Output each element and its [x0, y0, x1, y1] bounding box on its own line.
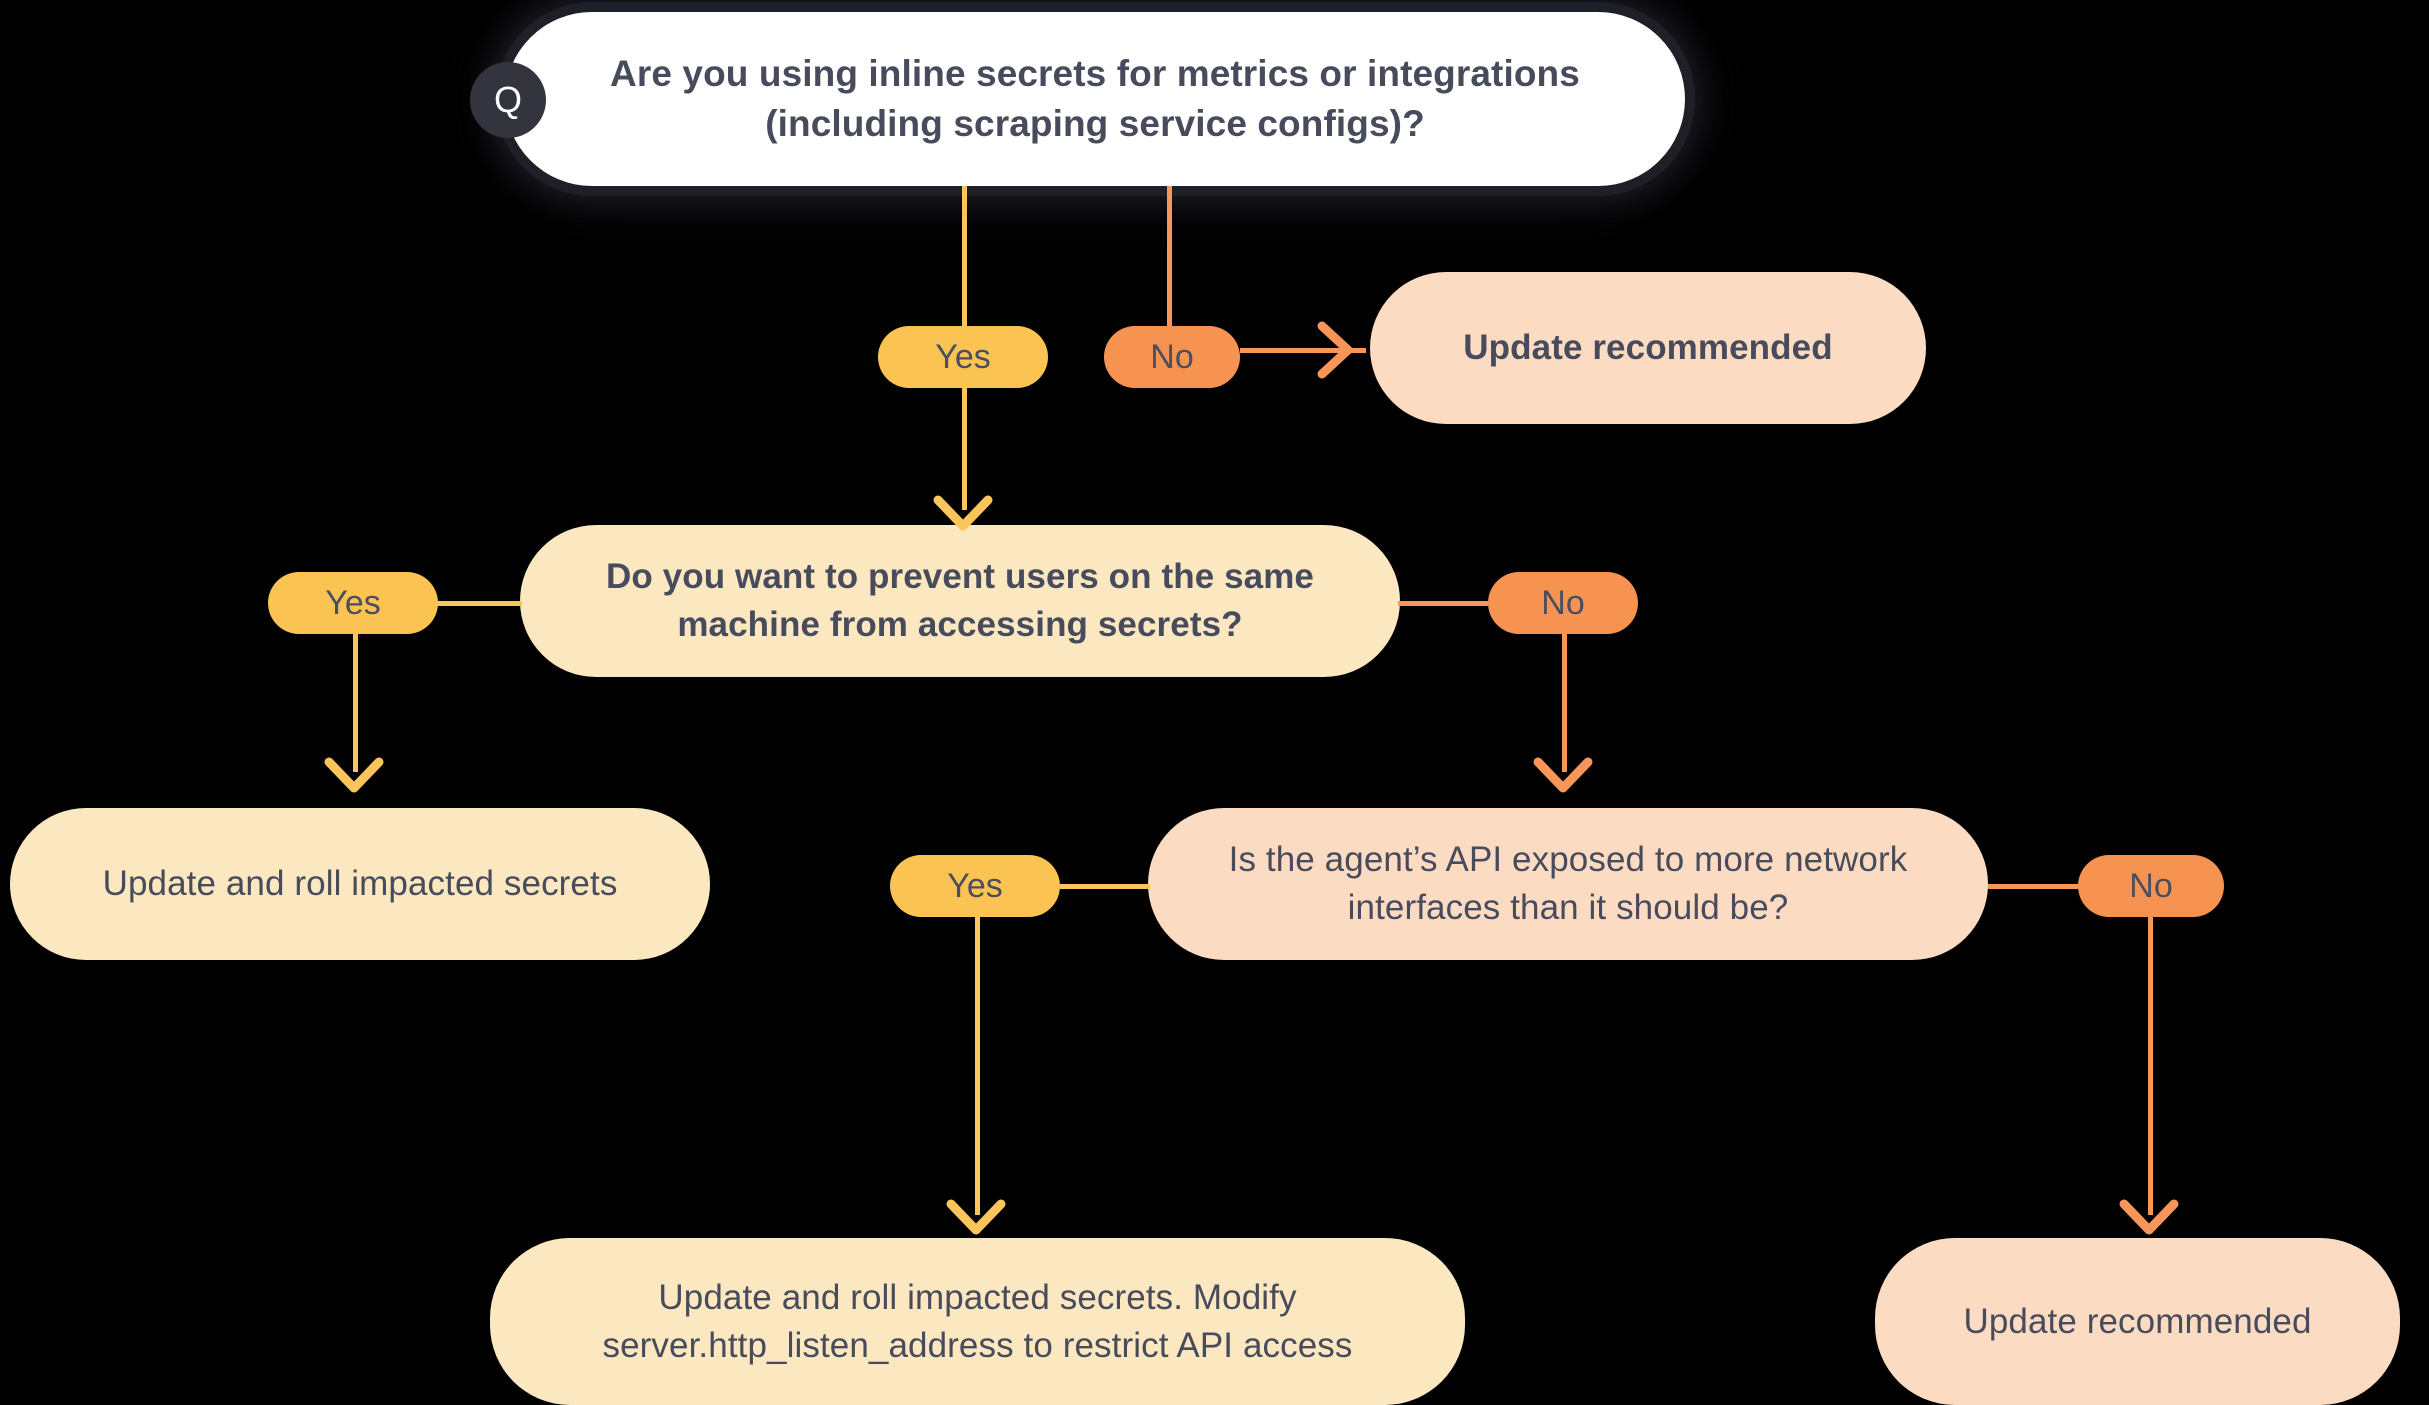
edge-label-q2-no-text: No [1541, 583, 1585, 622]
outcome-r4-text: Update recommended [1963, 1301, 2312, 1341]
question-q3-line1: Is the agent’s API exposed to more netwo… [1228, 840, 1908, 880]
outcome-r3-text: Update and roll impacted secrets. Modify… [569, 1274, 1387, 1369]
question-q3-line2: interfaces than it should be? [1347, 888, 1789, 927]
outcome-node-r2[interactable]: Update and roll impacted secrets [10, 808, 710, 960]
edge-label-q3-no-text: No [2129, 866, 2173, 905]
question-q1-line2: (including scraping service configs)? [765, 103, 1425, 144]
question-q2-text: Do you want to prevent users on the same… [572, 553, 1348, 648]
question-q3-text: Is the agent’s API exposed to more netwo… [1195, 836, 1942, 931]
edge-q1-no-arrowhead [1317, 321, 1353, 379]
outcome-r2-text: Update and roll impacted secrets [102, 864, 618, 904]
question-q1-line1: Are you using inline secrets for metrics… [610, 52, 1580, 94]
edge-label-q1-yes-text: Yes [935, 337, 991, 376]
edge-q2-yes-line-vert [353, 632, 358, 772]
outcome-node-r1[interactable]: Update recommended [1370, 272, 1926, 424]
question-q1-text: Are you using inline secrets for metrics… [576, 49, 1614, 150]
edge-q1-no-line-horiz [1240, 348, 1366, 353]
question-badge-icon: Q [470, 62, 546, 138]
question-q2-line1: Do you want to prevent users on the same [605, 557, 1315, 597]
edge-q2-yes-line-horiz [432, 601, 522, 606]
edge-q1-no-line-vert [1167, 186, 1172, 326]
edge-label-q2-yes[interactable]: Yes [268, 572, 438, 634]
question-q2-line2: machine from accessing secrets? [677, 605, 1243, 644]
edge-q3-yes-line-horiz [1060, 884, 1150, 889]
edge-q1-yes-arrowhead [933, 495, 993, 531]
edge-q2-no-line-horiz [1398, 601, 1488, 606]
edge-label-q2-no[interactable]: No [1488, 572, 1638, 634]
edge-label-q1-no-text: No [1150, 337, 1194, 376]
edge-q3-yes-line-vert [975, 915, 980, 1215]
edge-q3-no-arrowhead [2119, 1199, 2179, 1235]
outcome-r3-line1: Update and roll impacted secrets. Modify [658, 1277, 1297, 1317]
edge-label-q1-no[interactable]: No [1104, 326, 1240, 388]
edge-q1-yes-line-bottom [962, 380, 967, 510]
question-node-q2[interactable]: Do you want to prevent users on the same… [520, 525, 1400, 677]
outcome-node-r3[interactable]: Update and roll impacted secrets. Modify… [490, 1238, 1465, 1405]
edge-label-q3-yes[interactable]: Yes [890, 855, 1060, 917]
edge-label-q2-yes-text: Yes [325, 583, 381, 622]
question-node-q1[interactable]: Are you using inline secrets for metrics… [505, 12, 1685, 186]
outcome-r1-text: Update recommended [1463, 328, 1833, 368]
edge-label-q3-yes-text: Yes [947, 866, 1003, 905]
edge-q2-no-line-vert [1562, 632, 1567, 772]
edge-q3-no-line-vert [2148, 915, 2153, 1215]
edge-q3-no-line-horiz [1988, 884, 2078, 889]
edge-label-q3-no[interactable]: No [2078, 855, 2224, 917]
question-badge-label: Q [493, 79, 522, 120]
edge-q1-yes-line-top [962, 186, 967, 326]
edge-q2-yes-arrowhead [324, 757, 384, 793]
outcome-r3-line2: server.http_listen_address to restrict A… [602, 1325, 1353, 1365]
edge-q2-no-arrowhead [1533, 757, 1593, 793]
edge-label-q1-yes[interactable]: Yes [878, 326, 1048, 388]
edge-q3-yes-arrowhead [946, 1199, 1006, 1235]
question-node-q3[interactable]: Is the agent’s API exposed to more netwo… [1148, 808, 1988, 960]
outcome-node-r4[interactable]: Update recommended [1875, 1238, 2400, 1405]
